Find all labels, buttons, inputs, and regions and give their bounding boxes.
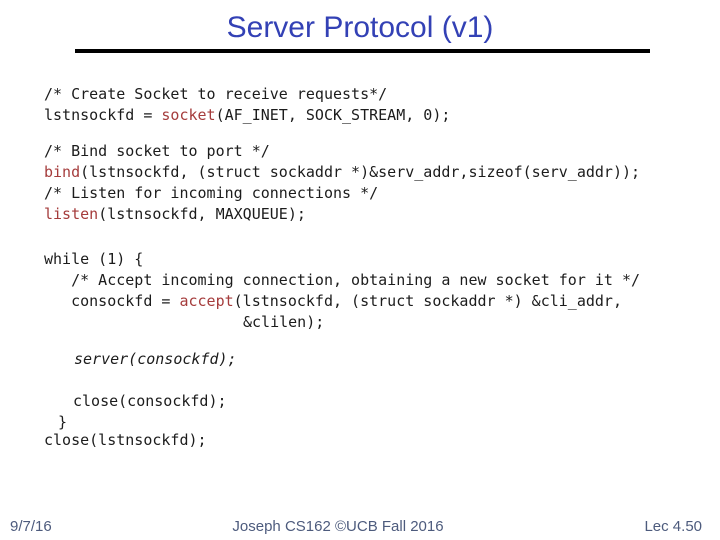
footer-lecture-number: Lec 4.50 [644,518,702,535]
title-underline [75,49,650,53]
code-segment: close(consockfd); [73,392,227,410]
code-italic-segment: server(consockfd); [74,350,237,368]
code-block: close(consockfd); [73,391,227,412]
code-line: server(consockfd); [74,349,237,370]
code-segment: (lstnsockfd, MAXQUEUE); [98,205,306,223]
code-keyword: listen [44,205,99,223]
code-line: consockfd = accept(lstnsockfd, (struct s… [44,291,640,312]
code-keyword: accept [179,292,234,310]
code-line: close(consockfd); [73,391,227,412]
code-segment: /* Create Socket to receive requests*/ [44,85,388,103]
code-line: close(lstnsockfd); [44,430,207,451]
footer-date: 9/7/16 [10,518,52,535]
slide-title: Server Protocol (v1) [226,11,494,44]
footer-course-credit: Joseph CS162 ©UCB Fall 2016 [232,518,444,535]
code-line: lstnsockfd = socket(AF_INET, SOCK_STREAM… [44,105,450,126]
code-block: } [58,412,67,433]
code-segment: /* Accept incoming connection, obtaining… [44,271,641,289]
code-segment: consockfd = [44,292,180,310]
code-block: &clilen); [243,312,324,333]
code-line: } [58,412,67,433]
code-segment: } [58,413,68,431]
code-block: /* Create Socket to receive requests*/ ls… [44,84,450,126]
code-segment: lstnsockfd = [44,106,162,124]
code-line: listen(lstnsockfd, MAXQUEUE); [44,204,640,225]
code-block: while (1) { /* Accept incoming connectio… [44,249,640,312]
code-segment: while (1) { [44,250,144,268]
code-line: while (1) { [44,249,640,270]
code-block: server(consockfd); [74,349,237,370]
code-keyword: bind [44,163,81,181]
code-line: /* Listen for incoming connections */ [44,183,640,204]
code-block: /* Bind socket to port */bind(lstnsockfd… [44,141,640,225]
code-line: /* Create Socket to receive requests*/ [44,84,450,105]
code-line: /* Accept incoming connection, obtaining… [44,270,640,291]
code-keyword: socket [161,106,216,124]
code-segment: (AF_INET, SOCK_STREAM, 0); [215,106,451,124]
code-segment: &clilen); [243,313,325,331]
code-line: bind(lstnsockfd, (struct sockaddr *)&ser… [44,162,640,183]
code-segment: (lstnsockfd, (struct sockaddr *) &cli_ad… [233,292,622,310]
code-segment: /* Listen for incoming connections */ [44,184,379,202]
code-segment: /* Bind socket to port */ [44,142,270,160]
code-line: &clilen); [243,312,324,333]
code-line: /* Bind socket to port */ [44,141,640,162]
code-block: close(lstnsockfd); [44,430,207,451]
code-segment: (lstnsockfd, (struct sockaddr *)&serv_ad… [80,163,641,181]
code-segment: close(lstnsockfd); [44,431,207,449]
